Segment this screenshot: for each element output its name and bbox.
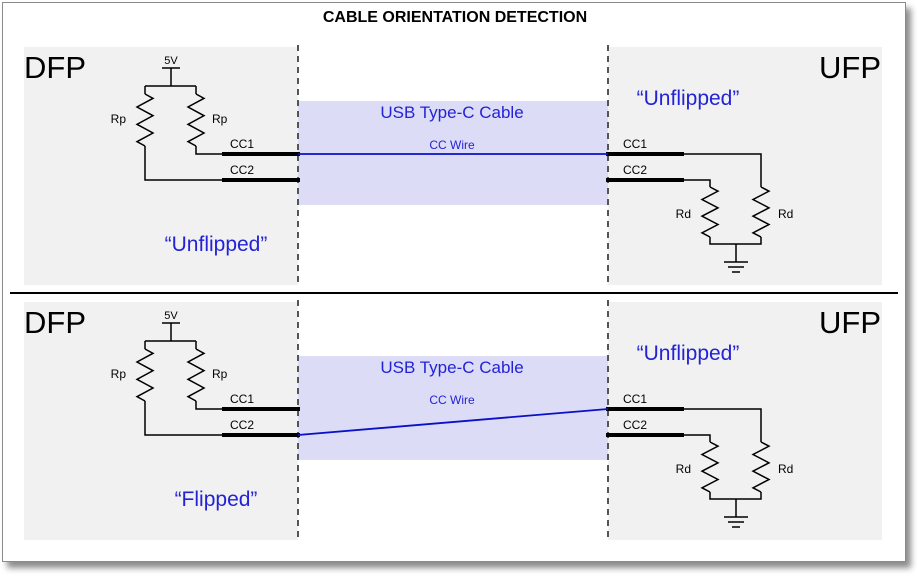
ufp-label: UFP: [819, 305, 881, 340]
pulldown-resistor-rd2: [751, 186, 771, 238]
cable-label: USB Type-C Cable: [380, 103, 523, 122]
ground-symbol: [724, 516, 748, 528]
dfp-state-label: “Flipped”: [175, 488, 258, 511]
supply-voltage-label: 5V: [164, 55, 178, 67]
supply-voltage-label: 5V: [164, 310, 178, 322]
rd2-label: Rd: [778, 462, 793, 476]
ufp-cc1-label: CC1: [623, 137, 647, 151]
rp2-label: Rp: [212, 367, 228, 381]
pullup-resistor-rp1: [135, 93, 155, 147]
ufp-panel: [608, 302, 882, 540]
dfp-label: DFP: [24, 305, 86, 340]
rd2-label: Rd: [778, 207, 793, 221]
ufp-state-label: “Unflipped”: [637, 342, 740, 365]
dfp-label: DFP: [24, 50, 86, 85]
dfp-cc2-label: CC2: [230, 418, 254, 432]
dfp-state-label: “Unflipped”: [165, 233, 268, 256]
ufp-cc1-label: CC1: [623, 392, 647, 406]
ufp-cc-wires: [684, 408, 762, 442]
rd1-label: Rd: [676, 462, 691, 476]
ground-wires: [709, 492, 762, 517]
pullup-resistor-rp1: [135, 348, 155, 402]
pulldown-resistor-rd1: [700, 186, 720, 238]
ufp-cc-wires: [684, 153, 762, 187]
pulldown-resistor-rd1: [700, 441, 720, 493]
cable-region: [298, 356, 608, 460]
dfp-cc2-label: CC2: [230, 163, 254, 177]
cable-region: [298, 101, 608, 205]
ufp-label: UFP: [819, 50, 881, 85]
rd1-label: Rd: [676, 207, 691, 221]
ufp-panel: [608, 47, 882, 285]
ufp-cc2-label: CC2: [623, 418, 647, 432]
supply-wires: [144, 68, 197, 94]
rp1-label: Rp: [111, 367, 127, 381]
cable-label: USB Type-C Cable: [380, 358, 523, 377]
diagram-title: CABLE ORIENTATION DETECTION: [323, 9, 587, 26]
top-section-unflipped: DFP UFP USB Type-C Cable CC Wire “Unflipped”…: [24, 45, 882, 286]
dfp-cc-wires: [144, 146, 222, 181]
dfp-cc1-label: CC1: [230, 392, 254, 406]
cc-wire-label: CC Wire: [429, 138, 475, 152]
dfp-cc1-label: CC1: [230, 137, 254, 151]
ufp-cc2-label: CC2: [623, 163, 647, 177]
rp2-label: Rp: [212, 112, 228, 126]
supply-wires: [144, 323, 197, 349]
pulldown-resistor-rd2: [751, 441, 771, 493]
pullup-resistor-rp2: [186, 93, 206, 147]
rp1-label: Rp: [111, 112, 127, 126]
cc-wire: [297, 408, 609, 436]
dfp-cc-wires: [144, 401, 222, 436]
ufp-state-label: “Unflipped”: [637, 87, 740, 110]
pullup-resistor-rp2: [186, 348, 206, 402]
cc-wire-label: CC Wire: [429, 393, 475, 407]
ground-wires: [709, 237, 762, 262]
ground-symbol: [724, 261, 748, 273]
bottom-section-flipped: DFP UFP USB Type-C Cable CC Wire “Flipped” “U…: [24, 300, 882, 541]
